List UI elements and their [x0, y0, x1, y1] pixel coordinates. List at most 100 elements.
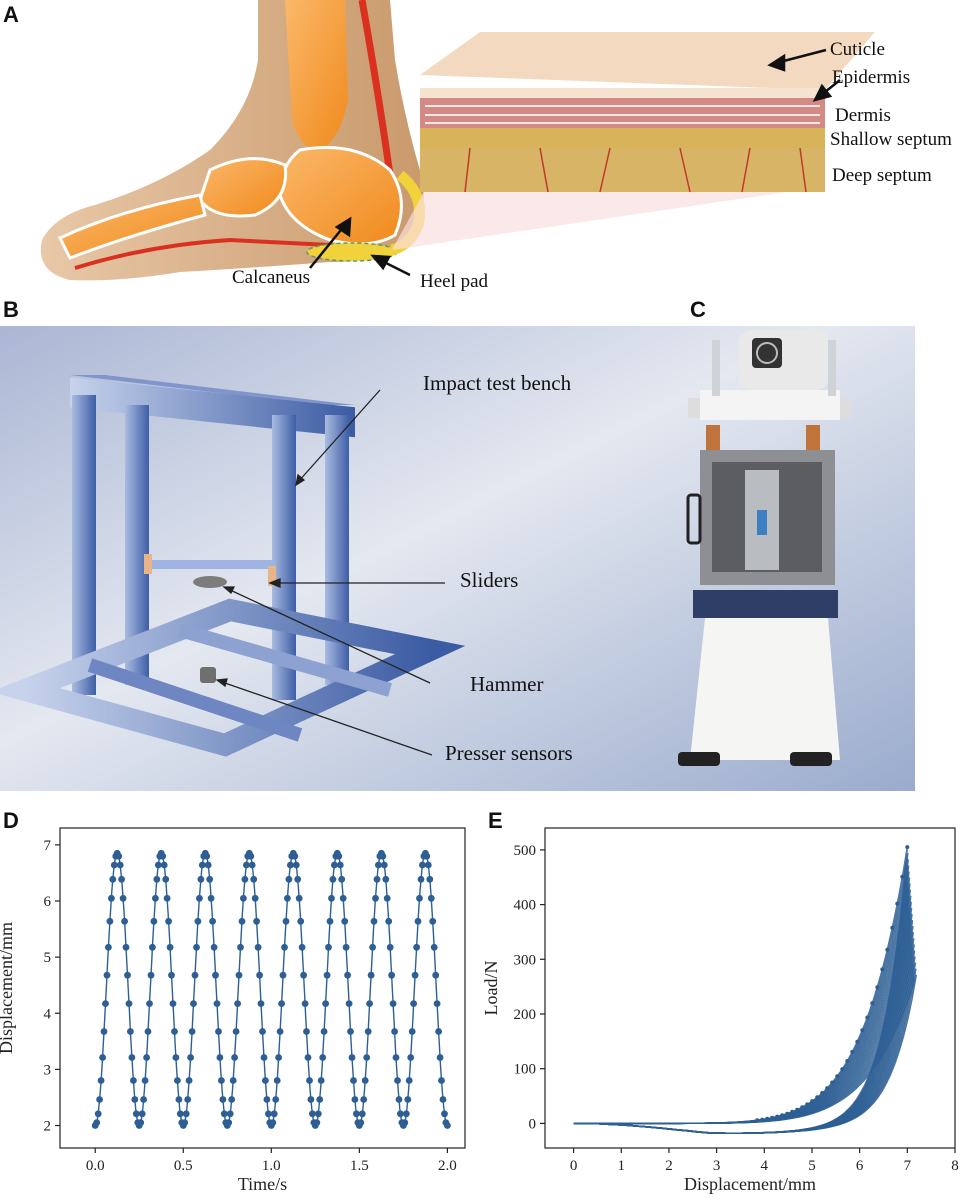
- data-point: [344, 971, 351, 979]
- data-point: [785, 1111, 790, 1116]
- data-point: [386, 943, 394, 951]
- label-shallow-septum: Shallow septum: [830, 129, 952, 150]
- data-point: [417, 875, 425, 883]
- data-point: [190, 1000, 197, 1007]
- data-point: [895, 901, 900, 906]
- data-point: [408, 1028, 416, 1035]
- data-point: [153, 875, 161, 883]
- data-point: [438, 1077, 445, 1084]
- plantar-fascia: [74, 237, 331, 270]
- data-point: [281, 943, 288, 951]
- data-point: [141, 1077, 149, 1084]
- data-point: [279, 971, 287, 979]
- data-point: [235, 971, 243, 979]
- data-point: [124, 971, 131, 979]
- data-point: [197, 875, 205, 883]
- data-point: [103, 971, 111, 979]
- data-point: [319, 1054, 327, 1061]
- y-tick-label: 100: [514, 1062, 537, 1078]
- data-point: [880, 967, 885, 972]
- y-tick-label: 0: [529, 1116, 537, 1132]
- data-point: [154, 861, 162, 869]
- data-point: [278, 1000, 285, 1007]
- data-point: [168, 971, 175, 979]
- data-point: [388, 971, 395, 979]
- data-point: [360, 1096, 368, 1103]
- data-point: [162, 875, 170, 883]
- data-point: [300, 971, 307, 979]
- label-cuticle: Cuticle: [830, 39, 885, 60]
- data-point: [835, 1074, 840, 1079]
- data-point: [850, 1049, 855, 1054]
- label-sliders: Sliders: [460, 568, 519, 592]
- data-point: [237, 943, 244, 951]
- tibia-bone: [285, 0, 348, 150]
- data-point: [284, 894, 291, 902]
- data-point: [121, 917, 128, 925]
- data-point: [407, 1054, 415, 1061]
- data-point: [132, 1110, 140, 1118]
- data-point: [191, 971, 199, 979]
- data-point: [265, 1110, 272, 1118]
- data-point: [380, 861, 388, 869]
- data-point: [220, 1110, 228, 1118]
- foot-anatomy-illustration: [40, 0, 875, 281]
- data-point: [253, 917, 260, 925]
- cuticle-layer: [420, 32, 875, 90]
- data-point: [347, 1028, 354, 1035]
- hysteresis-loop: [573, 974, 918, 1134]
- data-point: [860, 1028, 865, 1033]
- data-point: [196, 894, 203, 902]
- data-point: [348, 1054, 356, 1061]
- data-point: [215, 1028, 222, 1035]
- data-point: [194, 917, 202, 925]
- data-point: [338, 875, 346, 883]
- data-point: [298, 943, 306, 951]
- data-point: [351, 1096, 359, 1103]
- data-point: [307, 1096, 315, 1103]
- hysteresis-loop: [573, 846, 909, 1134]
- data-point: [323, 971, 331, 979]
- testing-machine: [678, 330, 852, 766]
- data-point: [427, 894, 435, 902]
- y-tick-label: 3: [44, 1062, 52, 1078]
- label-heel-pad: Heel pad: [420, 271, 489, 292]
- data-point: [317, 1077, 325, 1084]
- shallow-septum-layer: [420, 128, 825, 148]
- label-deep-septum: Deep septum: [832, 165, 932, 186]
- data-point: [397, 1110, 404, 1118]
- data-point: [172, 1054, 180, 1061]
- data-point: [188, 1028, 196, 1035]
- data-point: [331, 861, 338, 869]
- label-impact-test-bench: Impact test bench: [423, 371, 572, 395]
- x-tick-label: 7: [904, 1158, 912, 1174]
- data-point: [328, 894, 335, 902]
- panel-label-d: D: [3, 808, 19, 833]
- data-point: [395, 1096, 403, 1103]
- data-point: [122, 943, 130, 951]
- data-point: [240, 894, 247, 902]
- zoom-projection: [392, 190, 800, 250]
- label-hammer: Hammer: [470, 672, 544, 696]
- data-point: [410, 1000, 417, 1007]
- data-point: [433, 1000, 441, 1007]
- data-point: [805, 1102, 810, 1107]
- data-point: [147, 971, 155, 979]
- data-point: [336, 861, 344, 869]
- data-point: [137, 1119, 145, 1126]
- y-tick-label: 500: [514, 843, 537, 859]
- data-point: [436, 1054, 444, 1061]
- data-point: [345, 1000, 353, 1007]
- data-point: [329, 875, 337, 883]
- impact-test-bench: [0, 375, 466, 757]
- data-point: [270, 1110, 278, 1118]
- data-point: [361, 1077, 369, 1084]
- data-point: [790, 1109, 795, 1114]
- data-point: [262, 1077, 269, 1084]
- achilles-tendon: [358, 0, 394, 176]
- data-point: [241, 875, 249, 883]
- data-point: [260, 1054, 268, 1061]
- y-tick-label: 300: [514, 952, 537, 968]
- data-point: [185, 1077, 193, 1084]
